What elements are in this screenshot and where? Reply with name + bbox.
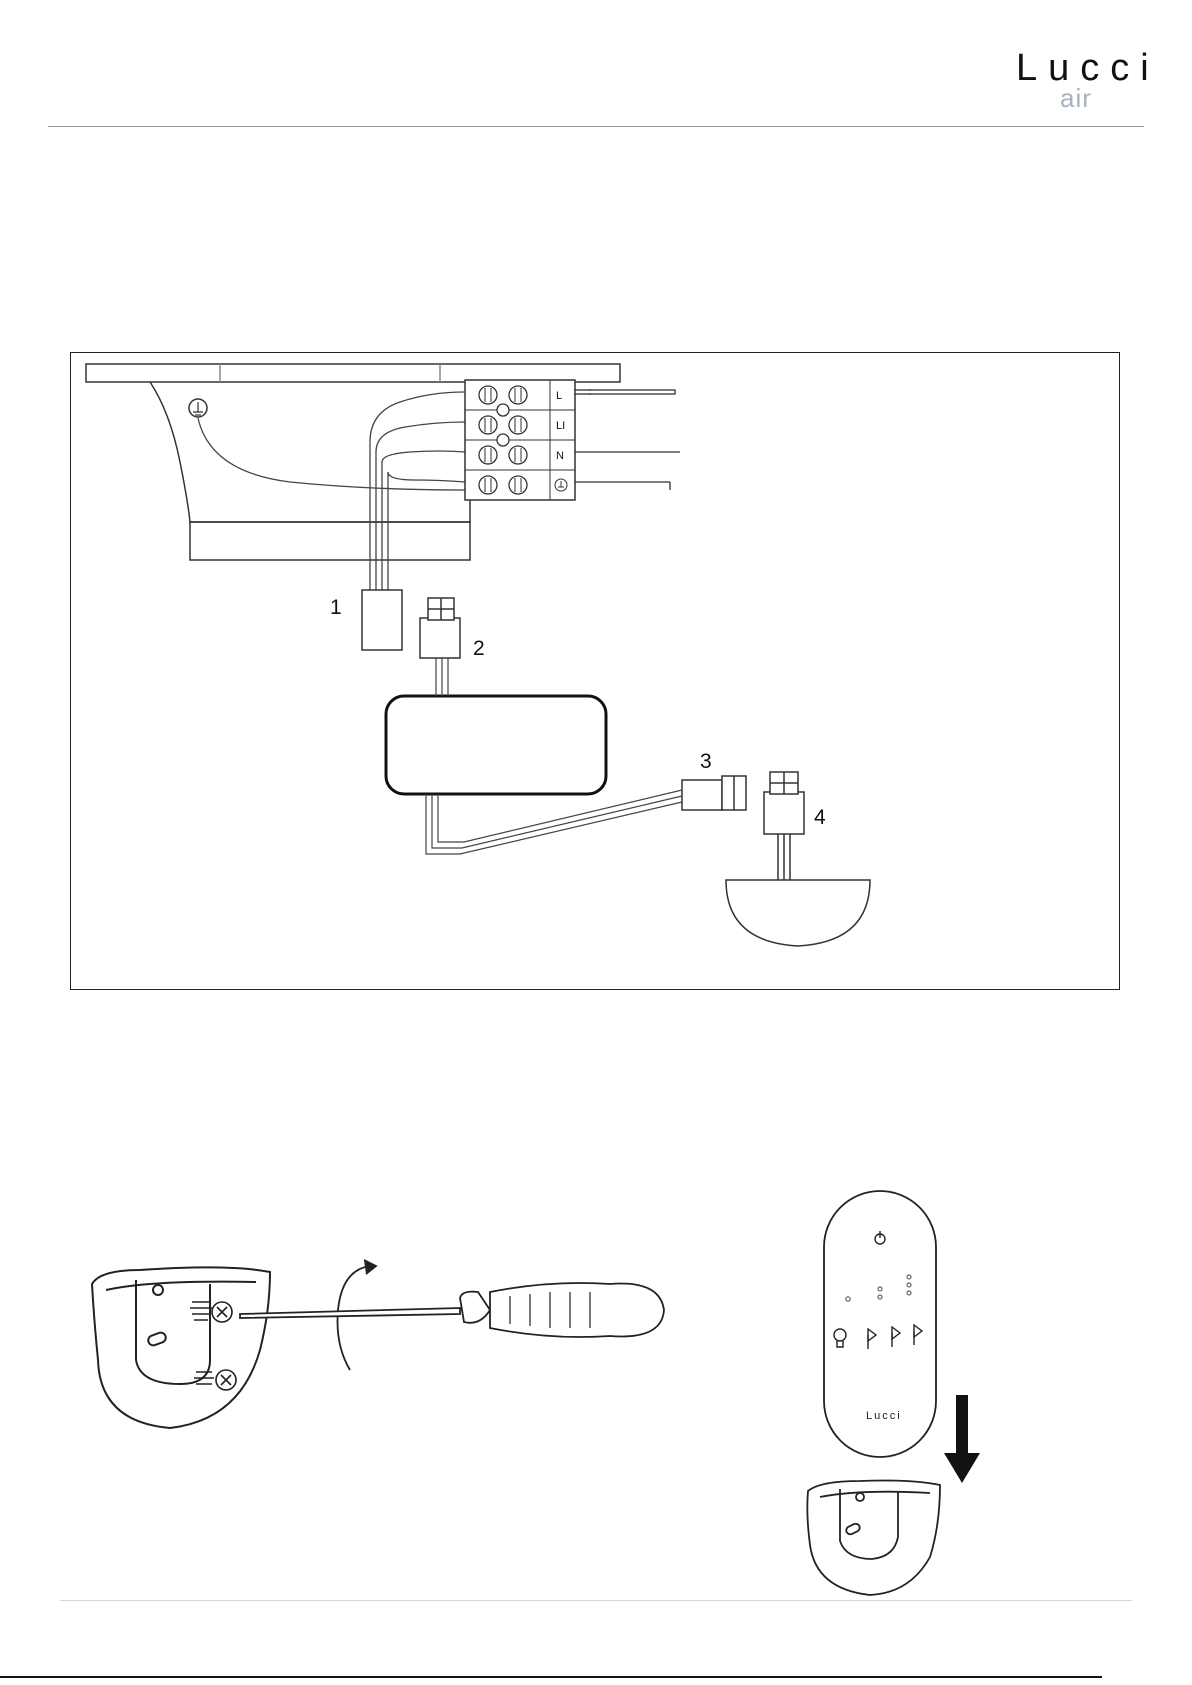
connector-2-number: 2 bbox=[473, 637, 485, 660]
connector-1-number: 1 bbox=[330, 596, 342, 619]
connector-1 bbox=[362, 590, 402, 650]
wall-bracket bbox=[92, 1267, 270, 1428]
light-kit-bowl bbox=[726, 834, 870, 946]
connector-4-number: 4 bbox=[814, 806, 826, 829]
terminal-earth-icon bbox=[555, 479, 567, 491]
remote-logo: Lucci bbox=[866, 1410, 902, 1422]
connector-2 bbox=[420, 598, 460, 658]
screwdriver-icon bbox=[240, 1283, 664, 1337]
supply-lines bbox=[575, 389, 680, 490]
terminal-label-li: LI bbox=[556, 420, 565, 432]
wiring-diagram: L LI N 1 2 3 bbox=[70, 352, 1120, 990]
down-arrow-icon bbox=[944, 1395, 980, 1483]
remote-control: Lucci bbox=[824, 1191, 936, 1457]
brand-sub: air bbox=[1016, 86, 1136, 110]
earth-ground-icon bbox=[189, 399, 207, 417]
footer-divider bbox=[60, 1600, 1132, 1601]
bracket-screwdriver-illustration bbox=[80, 1250, 680, 1450]
receiver-box bbox=[386, 696, 606, 794]
remote-wall-bracket bbox=[807, 1481, 940, 1596]
connector-3 bbox=[682, 776, 746, 810]
brand-logo: Lucci air bbox=[1016, 48, 1136, 110]
terminal-block: L LI N bbox=[465, 380, 575, 500]
terminal-label-l: L bbox=[556, 390, 562, 402]
header-divider bbox=[48, 126, 1144, 127]
connector-4 bbox=[764, 772, 804, 834]
terminal-label-n: N bbox=[556, 450, 564, 462]
remote-illustration: Lucci bbox=[780, 1185, 980, 1605]
page-bottom-rule bbox=[0, 1676, 1102, 1678]
connector-3-number: 3 bbox=[700, 750, 712, 773]
brand-name: Lucci bbox=[1016, 48, 1136, 88]
